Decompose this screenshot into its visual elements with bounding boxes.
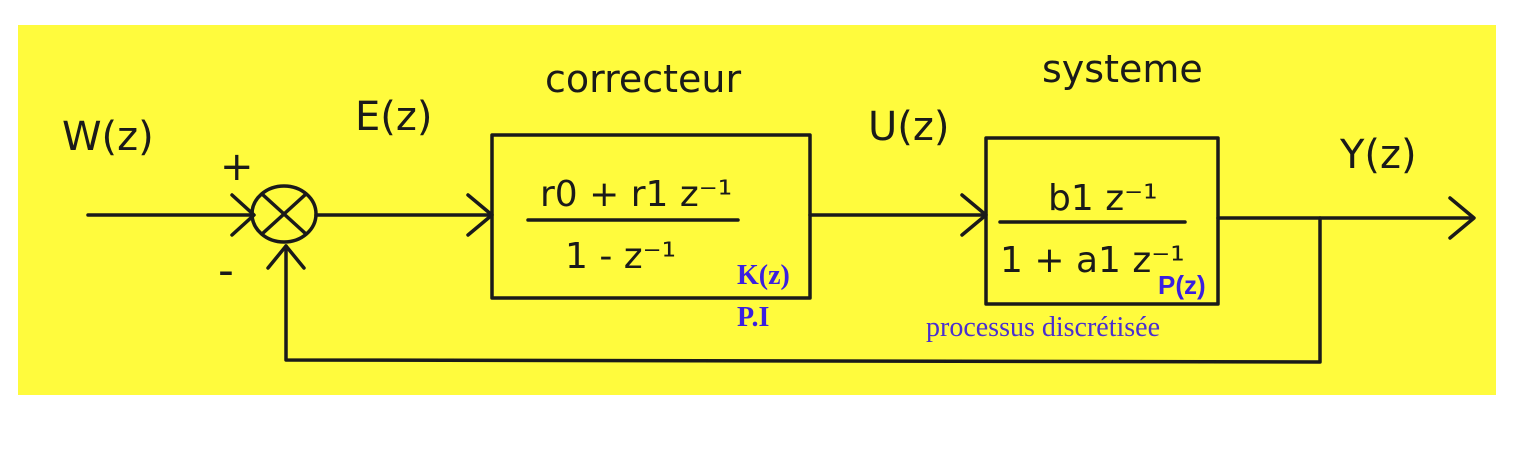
feedback-wire	[284, 216, 1322, 364]
systeme-name: P(z)	[1158, 270, 1206, 300]
correcteur-denominator: 1 - z⁻¹	[565, 236, 676, 277]
correcteur-numerator: r0 + r1 z⁻¹	[540, 174, 732, 215]
arrowhead-icon	[230, 193, 256, 237]
yellow-background	[18, 25, 1496, 395]
error-label: E(z)	[355, 94, 432, 140]
minus-sign: -	[218, 245, 234, 296]
systeme-title: systeme	[1042, 47, 1203, 91]
input-label: W(z)	[62, 114, 154, 160]
systeme-block	[984, 136, 1220, 306]
correcteur-type: P.I	[737, 302, 769, 333]
command-label: U(z)	[868, 104, 949, 150]
correcteur-title: correcteur	[545, 57, 742, 101]
output-label: Y(z)	[1339, 132, 1417, 178]
systeme-numerator: b1 z⁻¹	[1048, 178, 1158, 219]
correcteur-name: K(z)	[737, 260, 790, 291]
systeme-caption: processus discrétisée	[926, 312, 1160, 343]
arrowhead-icon	[1448, 196, 1476, 240]
arrowhead-icon	[266, 244, 306, 270]
systeme-denominator: 1 + a1 z⁻¹	[1000, 240, 1185, 281]
plus-sign: +	[220, 144, 254, 190]
